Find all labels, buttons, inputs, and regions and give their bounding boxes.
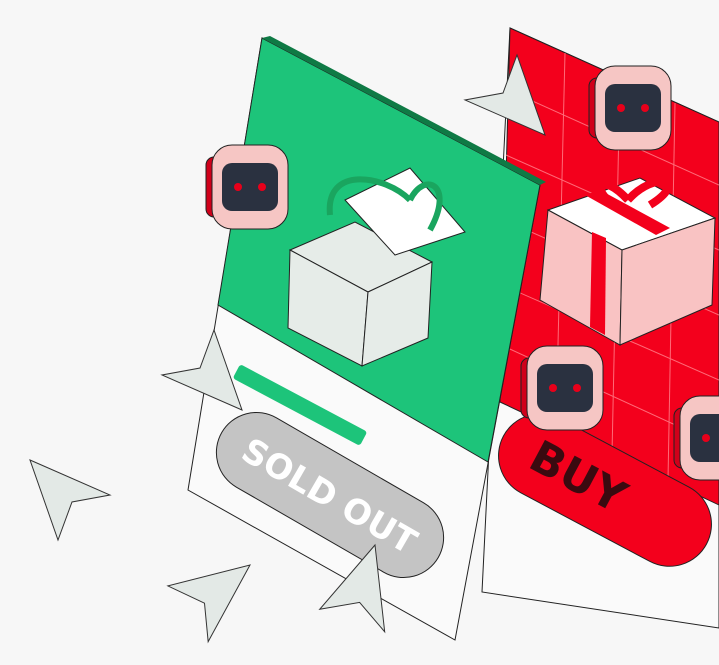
cursor-arrow-icon xyxy=(29,459,111,541)
buy-card: BUY xyxy=(481,27,719,629)
robot-icon xyxy=(520,345,604,431)
robot-icon xyxy=(673,395,719,481)
robot-icon xyxy=(205,144,289,230)
progress-bar xyxy=(233,365,367,445)
buy-button[interactable]: BUY xyxy=(484,399,719,581)
gift-icon xyxy=(539,177,717,346)
robot-icon xyxy=(588,65,672,151)
cursor-arrow-icon xyxy=(162,557,251,646)
gift-icon xyxy=(287,167,466,367)
